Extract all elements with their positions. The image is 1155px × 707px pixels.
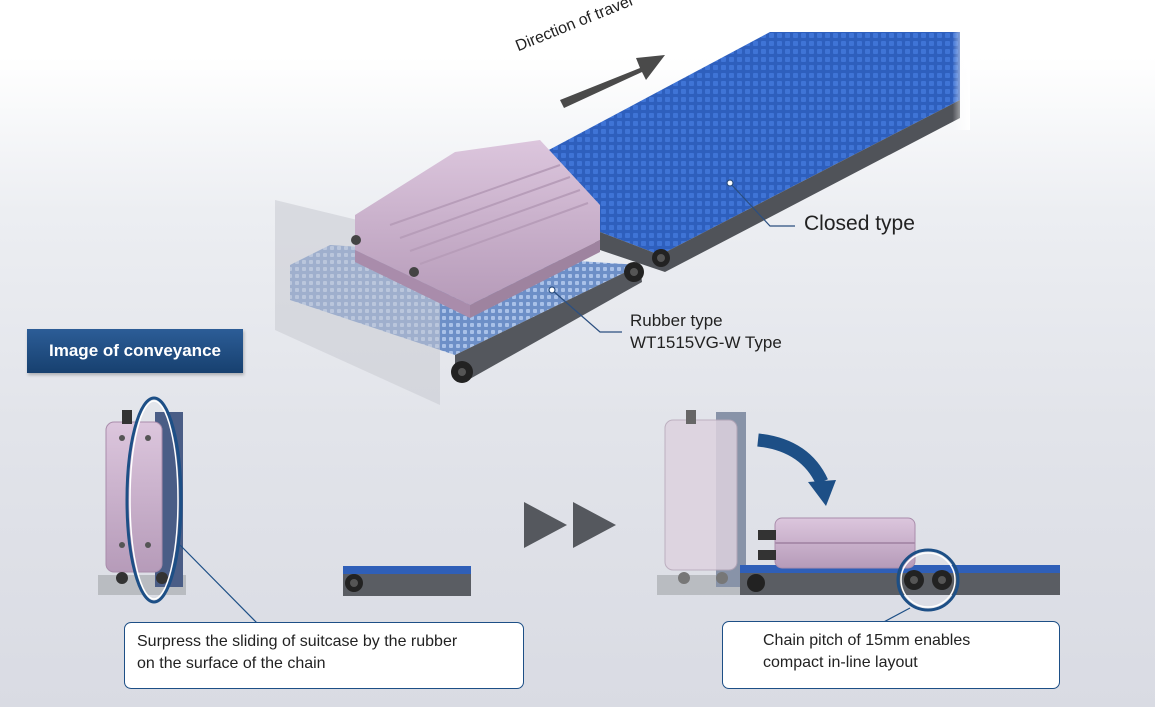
callout-right-line1: Chain pitch of 15mm enables <box>763 632 971 649</box>
rubber-type-line2: WT1515VG-W Type <box>630 333 782 352</box>
callout-chain-pitch: Chain pitch of 15mm enables compact in-l… <box>722 621 1060 689</box>
small-conveyor-left <box>343 566 471 596</box>
drop-arrow <box>757 433 836 506</box>
transfer-assembly <box>657 410 1060 612</box>
next-step-arrows <box>524 502 616 548</box>
suitcase-top <box>351 140 600 318</box>
chain-pitch-highlight <box>896 548 960 612</box>
rubber-type-line1: Rubber type <box>630 311 723 330</box>
callout-left-line1: Surpress the sliding of suitcase by the … <box>137 633 458 650</box>
direction-arrow <box>560 55 665 108</box>
leader-lines <box>551 182 795 333</box>
image-of-conveyance-badge: Image of conveyance <box>27 329 243 373</box>
callout-left-line2: on the surface of the chain <box>137 655 326 672</box>
rubber-type-label: Rubber type WT1515VG-W Type <box>630 310 782 354</box>
callout-rubber-grip: Surpress the sliding of suitcase by the … <box>124 622 524 689</box>
suitcase-upright-left <box>98 396 186 604</box>
callout-right-line2: compact in-line layout <box>763 654 918 671</box>
closed-type-label: Closed type <box>804 212 915 235</box>
